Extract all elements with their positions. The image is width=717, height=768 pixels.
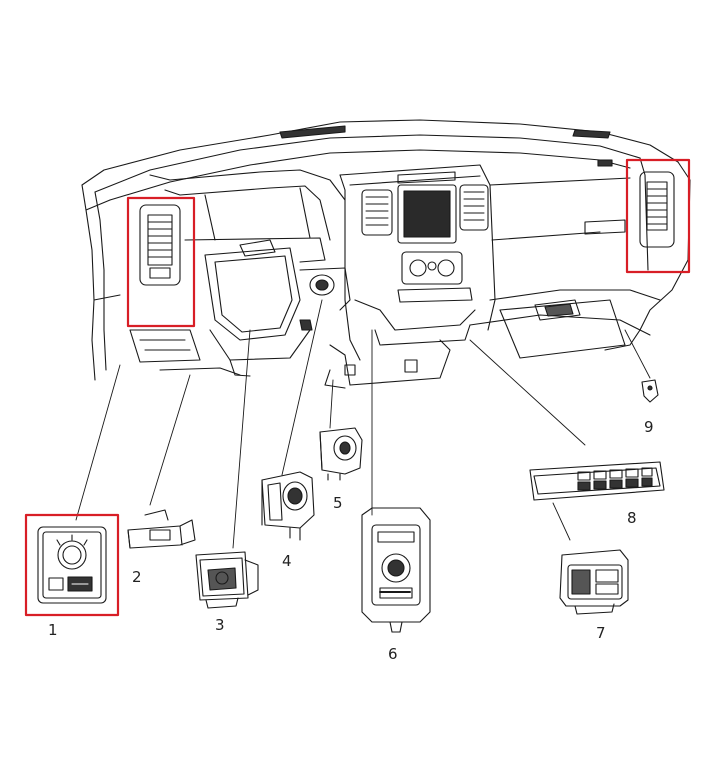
callout-6: 6 <box>388 645 398 663</box>
part-2-bracket <box>127 509 196 549</box>
instrument-panel <box>81 119 691 389</box>
callout-2: 2 <box>132 568 142 586</box>
part-4-ignition-switch <box>261 471 315 541</box>
part-6-transfer-case-control <box>361 507 431 633</box>
part-8-switch-panel <box>529 461 665 501</box>
callout-1: 1 <box>48 621 58 639</box>
highlight-right-vent <box>625 158 691 274</box>
callout-9: 9 <box>644 418 654 436</box>
highlight-boxes <box>24 158 691 617</box>
callout-3: 3 <box>215 616 225 634</box>
highlight-left-vent <box>126 196 196 328</box>
part-7-switch-bank <box>559 549 629 615</box>
highlight-headlamp-switch <box>24 513 120 617</box>
part-1-headlamp-switch <box>37 526 107 604</box>
part-9-clip <box>641 379 659 403</box>
part-5-switch <box>319 427 363 481</box>
part-3-switch-module <box>195 551 259 609</box>
callout-5: 5 <box>333 494 343 512</box>
callout-8: 8 <box>627 509 637 527</box>
callout-4: 4 <box>282 552 292 570</box>
callout-7: 7 <box>596 624 606 642</box>
leader-lines <box>75 299 651 549</box>
